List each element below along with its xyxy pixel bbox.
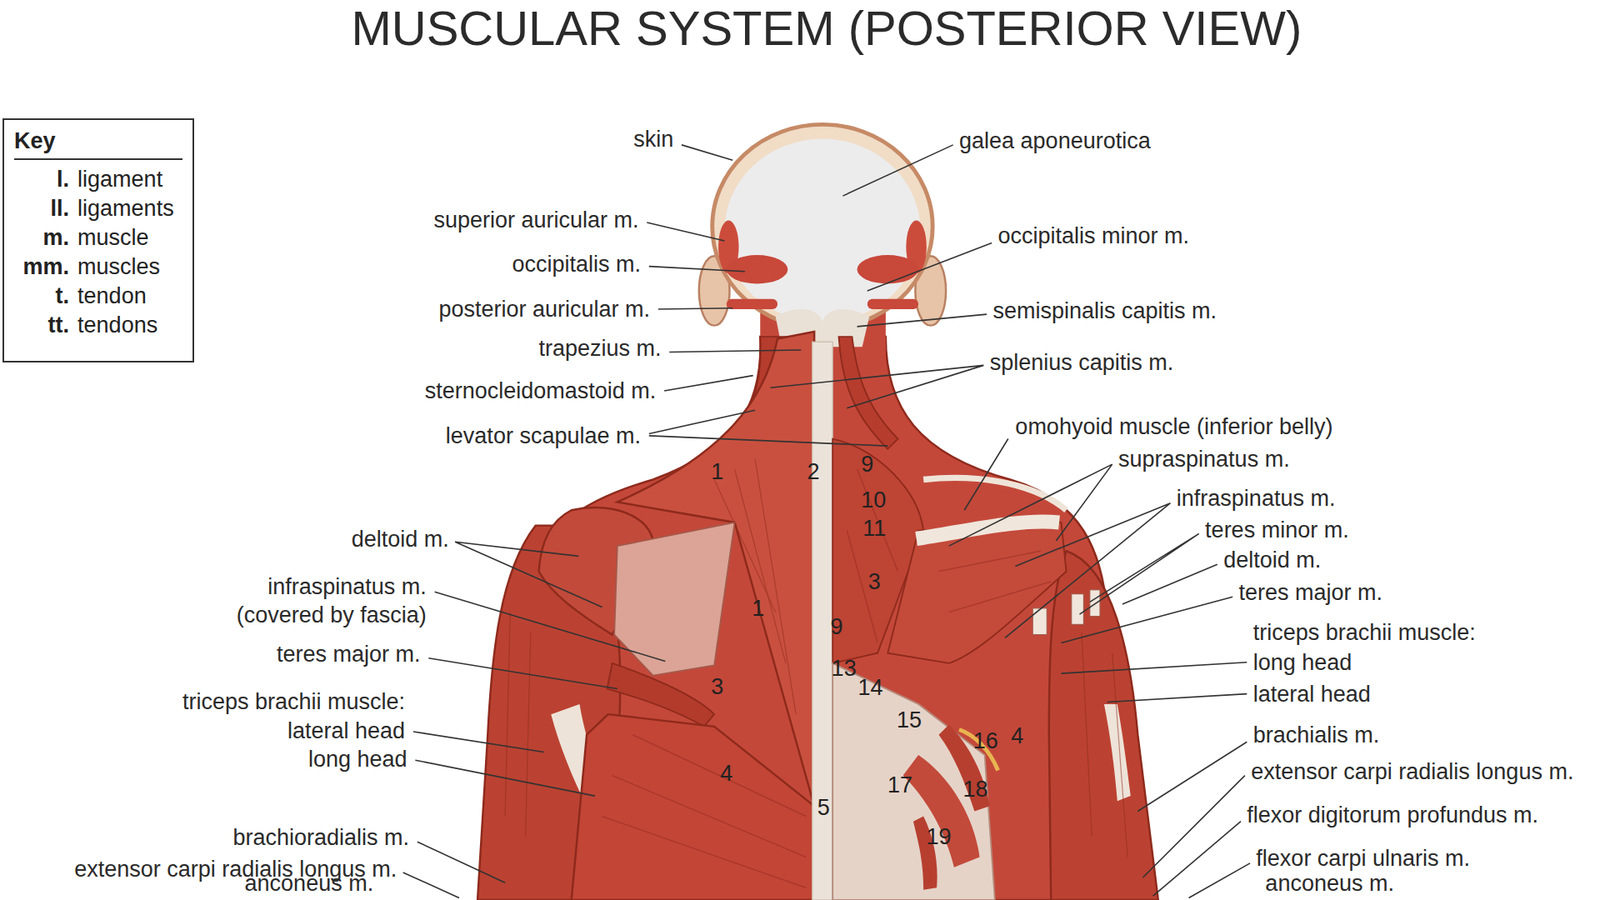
part-label: superior auricular m.: [433, 206, 639, 234]
callout-number: 2: [806, 458, 820, 485]
part-label: long head: [1253, 649, 1353, 676]
part-label: flexor carpi ulnaris m.: [1255, 845, 1470, 872]
key-abbreviation: m.: [14, 223, 70, 253]
part-label: deltoid m.: [351, 525, 450, 553]
part-label: skin: [633, 125, 674, 153]
callout-number: 5: [817, 794, 830, 821]
part-label: teres minor m.: [1205, 516, 1350, 544]
key-abbreviation: tt.: [14, 310, 70, 340]
part-label: triceps brachii muscle:: [1253, 619, 1476, 646]
key-abbreviation: ll.: [14, 194, 70, 224]
part-label: occipitalis m.: [511, 250, 641, 278]
part-label: omohyoid muscle (inferior belly): [1015, 413, 1333, 440]
part-label: lateral head: [1253, 680, 1371, 708]
part-label: triceps brachii muscle:: [182, 688, 405, 715]
key-meaning: muscle: [77, 223, 183, 253]
key-meaning: ligament: [77, 165, 183, 195]
key-abbreviation: mm.: [14, 252, 70, 282]
callout-number: 3: [868, 568, 881, 595]
callout-number: 17: [887, 771, 913, 799]
part-label: occipitalis minor m.: [998, 222, 1190, 250]
key-abbreviation: l.: [14, 165, 70, 195]
callout-number: 11: [862, 515, 886, 542]
part-label: brachialis m.: [1253, 721, 1380, 749]
part-label: sternocleidomastoid m.: [425, 377, 657, 405]
key-meaning: muscles: [77, 252, 183, 282]
part-label: trapezius m.: [538, 335, 661, 362]
key-heading: Key: [14, 126, 183, 155]
callout-number: 15: [896, 706, 922, 734]
key-meaning: tendons: [77, 310, 183, 340]
part-label: extensor carpi radialis longus m.: [1250, 758, 1574, 785]
callout-number: 9: [860, 450, 874, 478]
callout-number: 14: [857, 674, 883, 701]
part-label: supraspinatus m.: [1118, 445, 1290, 473]
key-abbreviation: t.: [14, 281, 70, 311]
diagram-title: MUSCULAR SYSTEM (POSTERIOR VIEW): [350, 0, 1302, 56]
part-label: flexor digitorum profundus m.: [1246, 801, 1539, 829]
callout-number: 13: [831, 655, 857, 682]
part-label: teres major m.: [276, 640, 421, 668]
part-label: anconeus m.: [1265, 870, 1395, 897]
part-label: brachioradialis m.: [232, 824, 410, 851]
part-label: teres major m.: [1239, 579, 1384, 606]
part-label: (covered by fascia): [236, 601, 427, 629]
part-label: long head: [308, 745, 408, 773]
part-label: splenius capitis m.: [990, 349, 1175, 376]
part-label: posterior auricular m.: [438, 295, 650, 323]
part-label: levator scapulae m.: [445, 422, 641, 450]
key-meaning: tendon: [77, 281, 183, 311]
part-label: infraspinatus m.: [1176, 485, 1336, 512]
part-label: galea aponeurotica: [959, 127, 1151, 155]
part-label: deltoid m.: [1223, 546, 1321, 574]
callout-number: 3: [710, 673, 724, 700]
callout-number: 4: [720, 760, 733, 787]
part-label: infraspinatus m.: [267, 573, 427, 600]
callout-number: 16: [973, 727, 999, 755]
callout-number: 9: [830, 613, 844, 640]
callout-number: 1: [710, 458, 724, 485]
callout-number: 10: [860, 486, 886, 514]
callout-number: 1: [751, 595, 765, 622]
callout-number: 18: [963, 775, 989, 803]
part-label: semispinalis capitis m.: [992, 297, 1217, 325]
callout-number: 4: [1010, 722, 1024, 750]
key-rule: [14, 158, 183, 160]
part-label: lateral head: [287, 717, 405, 745]
key-grid: l.ligamentll.ligamentsm.musclemm.muscles…: [14, 165, 183, 340]
callout-number: 19: [925, 823, 951, 850]
key-box: Key l.ligamentll.ligamentsm.musclemm.musc…: [2, 118, 195, 363]
part-label: anconeus m.: [245, 870, 375, 897]
key-meaning: ligaments: [77, 194, 183, 224]
